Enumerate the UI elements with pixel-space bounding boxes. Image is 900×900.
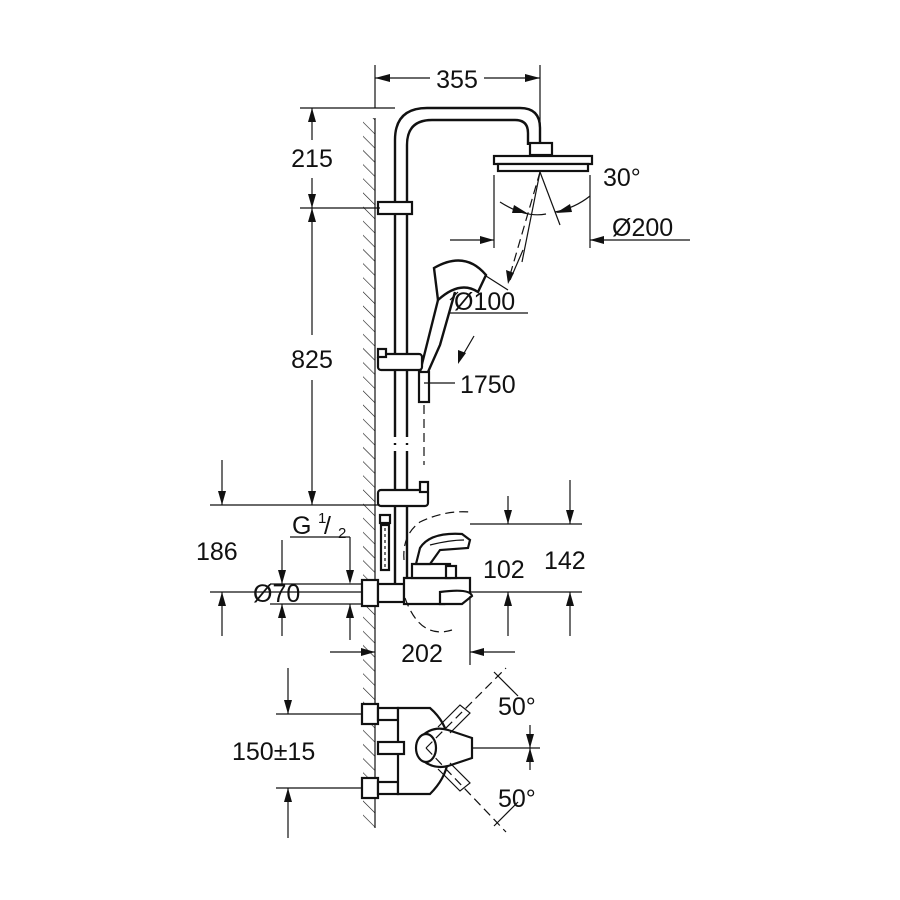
head-shower	[492, 141, 594, 276]
label-thread-size: G 1 / 2	[292, 510, 346, 542]
label-top-width: 355	[436, 66, 478, 94]
label-connection-spacing: 150±15	[232, 738, 315, 766]
label-top-height: 215	[291, 145, 333, 173]
dimension-lines	[210, 65, 690, 838]
bath-mixer-top	[360, 667, 507, 833]
svg-text:1: 1	[318, 510, 326, 527]
label-spout-height-2: 142	[544, 547, 586, 575]
label-lever-angle-bottom: 50°	[498, 785, 536, 813]
label-hose-length: 1750	[460, 371, 516, 399]
wall-bracket	[376, 200, 414, 216]
label-mixer-height: 186	[196, 538, 238, 566]
svg-text:G: G	[292, 512, 311, 540]
label-spout-projection: 202	[401, 640, 443, 668]
label-hand-diameter: Ø100	[454, 288, 515, 316]
dimension-labels: 355 215 825 30° Ø200 Ø100 1750 G 1 / 2 1…	[196, 66, 673, 813]
label-rail-height: 825	[291, 346, 333, 374]
label-spout-height-1: 102	[483, 556, 525, 584]
label-head-diameter: Ø200	[612, 214, 673, 242]
label-escutcheon-diameter: Ø70	[253, 580, 300, 608]
svg-text:2: 2	[338, 525, 346, 542]
label-lever-angle-top: 50°	[498, 693, 536, 721]
label-head-angle: 30°	[603, 164, 641, 192]
svg-text:/: /	[324, 512, 331, 540]
hand-shower-holder	[376, 347, 424, 372]
shower-column	[393, 106, 542, 600]
rail-clamp	[376, 480, 430, 572]
bath-mixer-side	[360, 511, 474, 633]
